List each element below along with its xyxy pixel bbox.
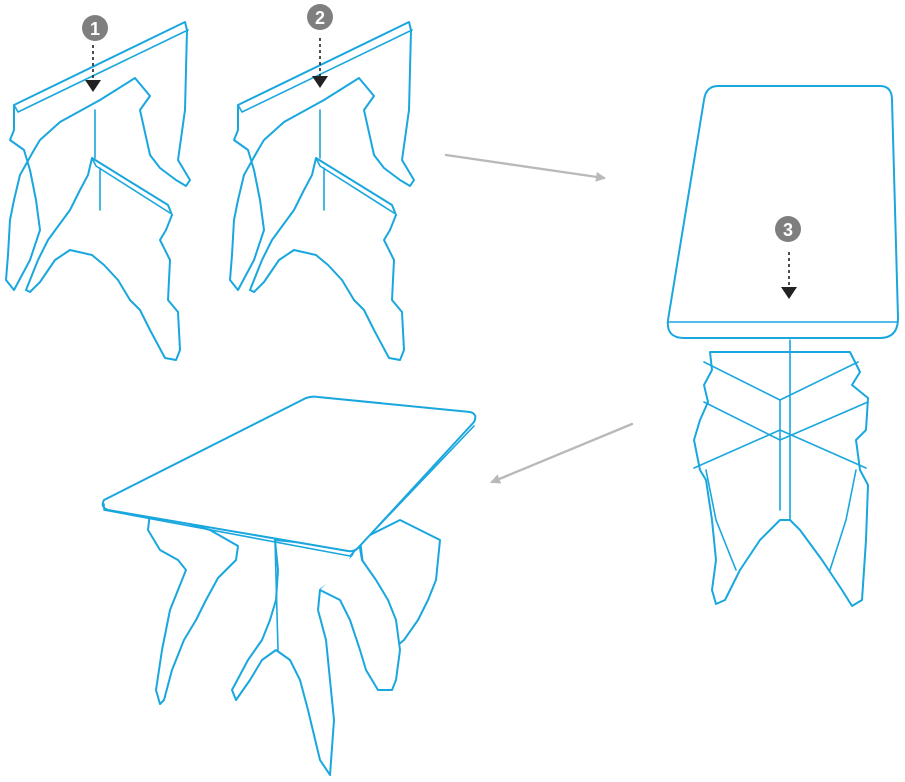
step-3-base <box>693 351 869 607</box>
step-3-tabletop <box>666 85 899 339</box>
step-1-badge: 1 <box>82 15 108 41</box>
step-1-front-panel <box>25 157 181 361</box>
svg-text:2: 2 <box>315 8 325 28</box>
table-right-leg <box>319 547 401 691</box>
step-3-badge: 3 <box>775 216 801 242</box>
step-1-back-panel <box>5 21 191 291</box>
table-left-leg <box>147 511 239 705</box>
step-3-assembly: 3 <box>666 85 899 607</box>
table-top <box>101 395 477 553</box>
flow-arrow-1 <box>444 153 606 182</box>
svg-text:1: 1 <box>90 19 100 39</box>
step-2-down-arrow-icon <box>312 38 328 88</box>
step-2-panels: 2 <box>229 4 415 361</box>
step-2-back-panel <box>229 21 415 291</box>
step-2-badge: 2 <box>307 4 333 30</box>
flow-arrow-2 <box>490 422 634 484</box>
step-1-panels: 1 <box>5 15 191 361</box>
step-3-down-arrow-icon <box>781 252 797 299</box>
step-1-down-arrow-icon <box>85 45 101 92</box>
step-2-front-panel <box>249 157 405 361</box>
svg-text:3: 3 <box>783 220 793 240</box>
assembled-table <box>101 395 477 776</box>
